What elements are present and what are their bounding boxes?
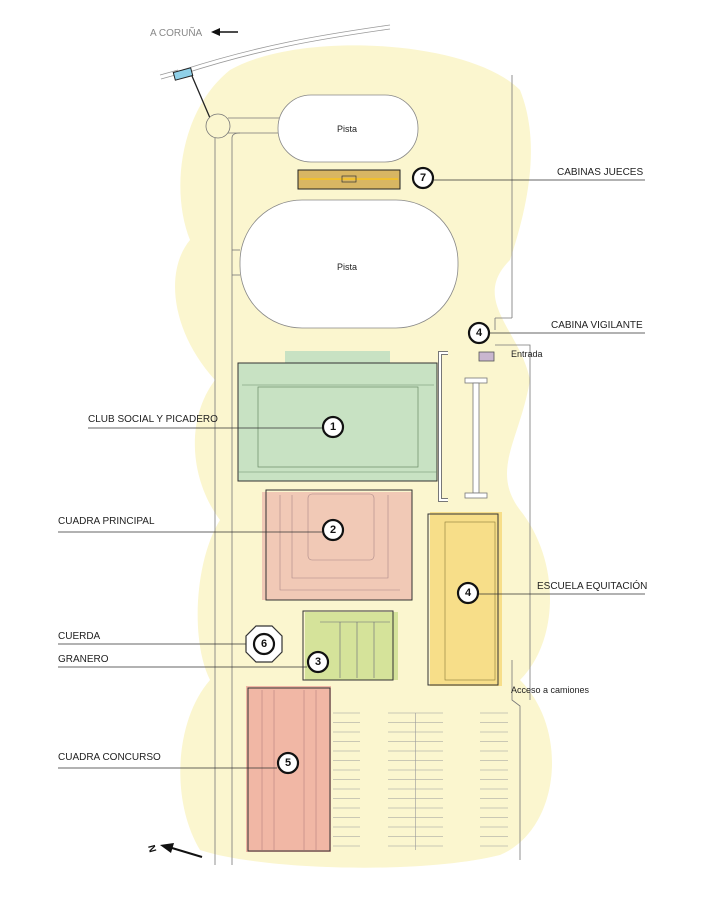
svg-text:5: 5 — [285, 757, 291, 769]
direction-label: A CORUÑA — [150, 26, 203, 39]
svg-text:3: 3 — [315, 656, 321, 668]
svg-text:4: 4 — [465, 587, 472, 599]
svg-text:1: 1 — [330, 421, 336, 433]
marker-2[interactable]: 2 — [321, 518, 345, 542]
building-cabina-vigilante — [478, 351, 495, 362]
svg-text:4: 4 — [476, 327, 483, 339]
track-1 — [277, 94, 419, 163]
marker-vigilante[interactable]: 4 — [467, 321, 491, 345]
building-club-social — [237, 351, 438, 482]
label-cuerda: CUERDA — [58, 631, 101, 642]
marker-4[interactable]: 4 — [456, 581, 480, 605]
label-cuadra-concurso: CUADRA CONCURSO — [58, 752, 161, 763]
label-cabinas-jueces: CABINAS JUECES — [557, 167, 643, 178]
svg-text:6: 6 — [261, 638, 267, 650]
walkway — [464, 377, 488, 499]
label-escuela: ESCUELA EQUITACIÓN — [537, 579, 647, 592]
label-club-social: CLUB SOCIAL Y PICADERO — [88, 414, 218, 425]
label-acceso-camiones: Acceso a camiones — [511, 685, 590, 695]
track-1-label: Pista — [337, 124, 357, 134]
gate-icon — [172, 67, 194, 81]
marker-6[interactable]: 6 — [252, 632, 276, 656]
svg-text:7: 7 — [420, 172, 426, 184]
label-cabina-vigilante: CABINA VIGILANTE — [551, 320, 643, 331]
marker-5[interactable]: 5 — [276, 751, 300, 775]
parking — [333, 712, 508, 850]
north-arrow-icon: N — [145, 843, 203, 858]
svg-text:N: N — [145, 844, 157, 854]
internal-road — [205, 75, 531, 865]
label-cuadra-principal: CUADRA PRINCIPAL — [58, 516, 155, 527]
marker-1[interactable]: 1 — [321, 415, 345, 439]
track-2-label: Pista — [337, 262, 357, 272]
marker-7[interactable]: 7 — [411, 166, 435, 190]
svg-text:2: 2 — [330, 524, 336, 536]
marker-3[interactable]: 3 — [306, 650, 330, 674]
arrow-left-icon — [211, 28, 238, 36]
label-granero: GRANERO — [58, 654, 109, 665]
building-cuadra-principal — [262, 489, 413, 601]
label-entrada: Entrada — [511, 349, 543, 359]
track-2 — [239, 199, 459, 329]
